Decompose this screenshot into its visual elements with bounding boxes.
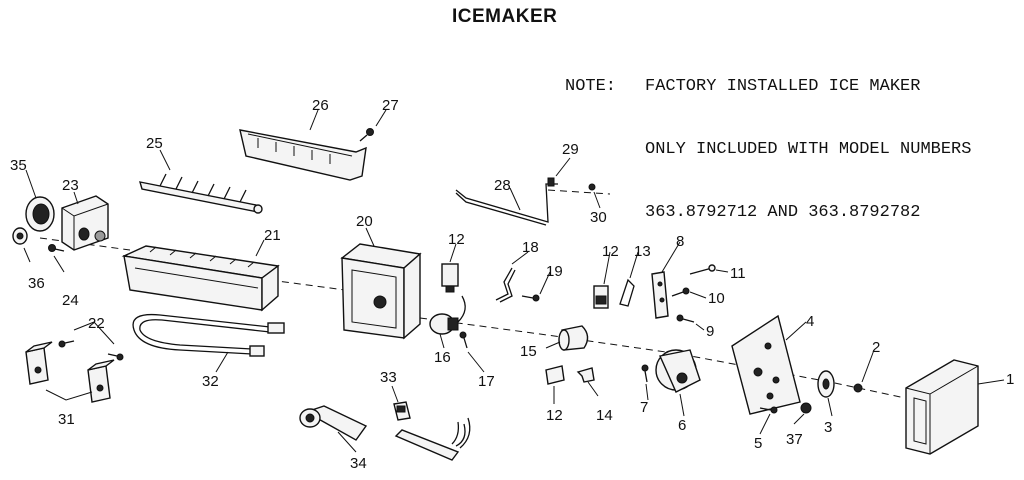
- part-9-screw: [676, 314, 695, 323]
- note-line-2: ONLY INCLUDED WITH MODEL NUMBERS: [645, 140, 972, 159]
- part-8-plate: [651, 271, 669, 319]
- part-35-ring: [25, 196, 55, 232]
- part-32-heater: [132, 313, 285, 357]
- label-37: 37: [786, 431, 803, 448]
- label-12-c: 12: [546, 407, 563, 424]
- part-labels: 35 23 36 24 25 26 27 21 22 31 32 20 12 1…: [10, 97, 1014, 472]
- part-26-stripper: [239, 129, 367, 181]
- part-19-screw: [521, 294, 540, 302]
- label-17: 17: [478, 373, 495, 390]
- label-9: 9: [706, 323, 714, 340]
- note-block: NOTE: FACTORY INSTALLED ICE MAKER ONLY IN…: [565, 34, 971, 244]
- label-3: 3: [824, 419, 832, 436]
- label-25: 25: [146, 135, 163, 152]
- part-6-motor-housing: [655, 349, 701, 393]
- label-36: 36: [28, 275, 45, 292]
- label-12-b: 12: [602, 243, 619, 260]
- part-31-brackets: [25, 341, 115, 403]
- part-15-thermostat: [558, 325, 589, 351]
- label-13: 13: [634, 243, 651, 260]
- label-8: 8: [676, 233, 684, 250]
- assembly-axis-left: [39, 237, 131, 251]
- label-32: 32: [202, 373, 219, 390]
- label-6: 6: [678, 417, 686, 434]
- label-18: 18: [522, 239, 539, 256]
- part-33-clamp: [393, 401, 411, 421]
- part-25-ejector: [139, 173, 263, 214]
- label-30: 30: [590, 209, 607, 226]
- part-11-screw: [689, 264, 716, 275]
- part-36-nut: [12, 227, 28, 245]
- note-line-1: FACTORY INSTALLED ICE MAKER: [645, 77, 921, 96]
- part-29-clip: [547, 177, 555, 187]
- part-18-arm: [495, 267, 516, 303]
- label-27: 27: [382, 97, 399, 114]
- part-12-switch-a: [441, 263, 459, 293]
- part-22-screws: [58, 321, 124, 361]
- assembly-axis-main: [269, 279, 346, 291]
- label-31: 31: [58, 411, 75, 428]
- wiring-harness: [394, 417, 471, 461]
- label-29: 29: [562, 141, 579, 158]
- label-34: 34: [350, 455, 367, 472]
- label-28: 28: [494, 177, 511, 194]
- label-4: 4: [806, 313, 814, 330]
- label-14: 14: [596, 407, 613, 424]
- part-12-switch-c: [545, 365, 565, 385]
- label-24: 24: [62, 292, 79, 309]
- label-12-a: 12: [448, 231, 465, 248]
- label-15: 15: [520, 343, 537, 360]
- leader-lines: [23, 109, 1005, 453]
- label-10: 10: [708, 290, 725, 307]
- label-7: 7: [640, 399, 648, 416]
- part-4-mounting-plate: [731, 314, 801, 415]
- note-label: NOTE:: [565, 77, 617, 96]
- label-26: 26: [312, 97, 329, 114]
- label-21: 21: [264, 227, 281, 244]
- part-20-housing: [340, 243, 422, 340]
- label-22: 22: [88, 315, 105, 332]
- label-20: 20: [356, 213, 373, 230]
- label-35: 35: [10, 157, 27, 174]
- part-21-ice-mold: [121, 245, 280, 312]
- label-33: 33: [380, 369, 397, 386]
- part-27-screw: [359, 128, 374, 142]
- part-14-clip: [576, 367, 595, 383]
- label-16: 16: [434, 349, 451, 366]
- wire-axis: [547, 189, 611, 195]
- part-17-screw: [459, 331, 468, 349]
- part-37-nut: [800, 402, 812, 414]
- part-24-screw: [48, 244, 65, 252]
- part-5-screw: [759, 406, 778, 414]
- part-2-screw: [853, 383, 863, 393]
- label-23: 23: [62, 177, 79, 194]
- part-7-screw: [641, 364, 649, 383]
- label-5: 5: [754, 435, 762, 452]
- part-12-switch-b: [593, 285, 609, 309]
- part-16-motor: [429, 295, 466, 335]
- part-10-screw: [671, 287, 690, 297]
- part-23-housing: [61, 195, 109, 251]
- label-11: 11: [730, 265, 746, 282]
- part-1-cover: [905, 359, 979, 455]
- part-3-gear: [817, 370, 835, 398]
- label-19: 19: [546, 263, 563, 280]
- label-1: 1: [1006, 371, 1014, 388]
- part-30-nut: [588, 183, 596, 191]
- note-line-3: 363.8792712 AND 363.8792782: [645, 203, 921, 222]
- diagram-title: ICEMAKER: [452, 6, 558, 27]
- part-34-fill-tube: [299, 405, 368, 441]
- label-2: 2: [872, 339, 880, 356]
- part-13-spring: [619, 278, 635, 307]
